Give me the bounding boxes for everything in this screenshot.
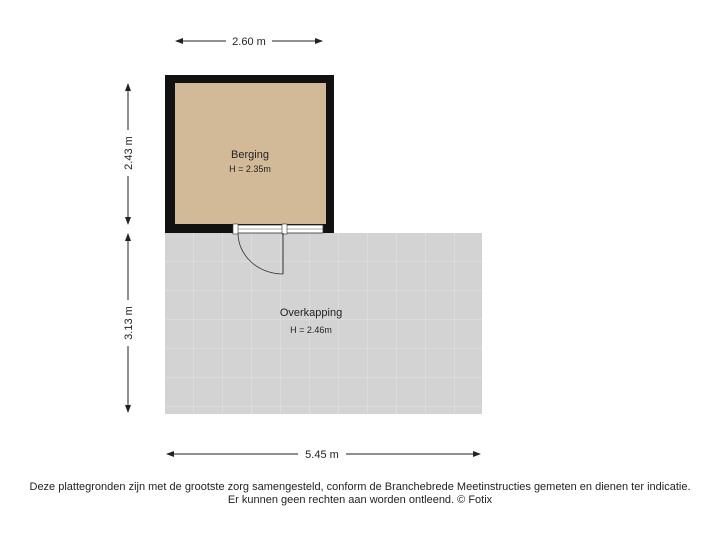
floor-plan: 2.60 m 5.45 m 2.43 m 3.13 m Berging H = … bbox=[123, 36, 482, 461]
dimension-bottom: 5.45 m bbox=[166, 449, 481, 461]
room-overkapping bbox=[165, 233, 482, 414]
room-berging bbox=[175, 83, 326, 224]
dimension-top-label: 2.60 m bbox=[232, 36, 266, 48]
room-overkapping-name: Overkapping bbox=[280, 307, 342, 319]
disclaimer-line-1: Deze plattegronden zijn met de grootste … bbox=[29, 481, 691, 493]
room-berging-name: Berging bbox=[231, 149, 269, 161]
room-overkapping-height: H = 2.46m bbox=[290, 325, 332, 335]
dimension-left-lower: 3.13 m bbox=[123, 233, 135, 413]
dimension-left-upper-label: 2.43 m bbox=[123, 136, 135, 170]
dimension-left-lower-label: 3.13 m bbox=[123, 306, 135, 340]
door bbox=[232, 223, 324, 275]
disclaimer: Deze plattegronden zijn met de grootste … bbox=[0, 481, 720, 507]
dimension-bottom-label: 5.45 m bbox=[305, 449, 339, 461]
dimension-top: 2.60 m bbox=[175, 36, 323, 48]
dimension-left-upper: 2.43 m bbox=[123, 83, 135, 225]
room-berging-height: H = 2.35m bbox=[229, 164, 271, 174]
disclaimer-line-2: Er kunnen geen rechten aan worden ontlee… bbox=[227, 494, 493, 506]
